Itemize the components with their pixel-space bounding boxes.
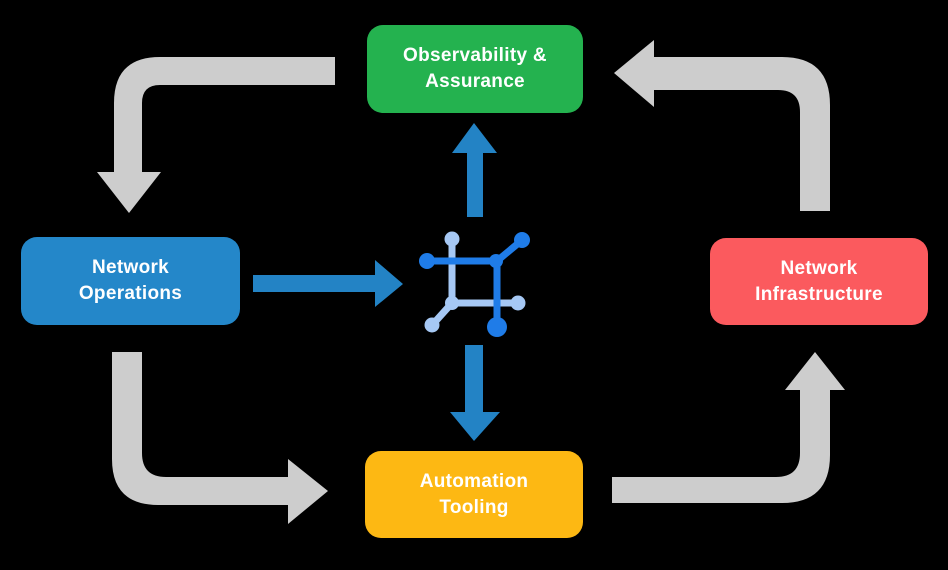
- icon-dark-node-bottom: [487, 317, 507, 337]
- outer-arrow-netops-to-automation: [112, 352, 328, 524]
- node-observability-assurance: Observability & Assurance: [367, 25, 583, 113]
- network-fabric-icon: [419, 231, 530, 337]
- node-label-line: Network: [780, 257, 858, 279]
- node-label-line: Observability &: [403, 45, 547, 66]
- node-network-infrastructure: Network Infrastructure: [710, 238, 928, 325]
- node-network-operations: Network Operations: [21, 237, 240, 325]
- icon-dark-node-top-right: [514, 232, 530, 248]
- node-label-line: Assurance: [425, 71, 525, 92]
- node-automation-tooling: Automation Tooling: [365, 451, 583, 538]
- icon-light-node-bottom-left: [424, 317, 440, 333]
- icon-dark-node-left: [419, 253, 435, 269]
- outer-arrow-automation-to-netinfra: [612, 352, 845, 503]
- node-label-line: Automation: [419, 470, 529, 492]
- outer-arrow-obs-to-netops: [97, 57, 335, 213]
- node-label-line: Tooling: [439, 496, 509, 518]
- node-label-line: Infrastructure: [755, 283, 883, 305]
- inner-arrow-center-to-automation: [450, 345, 500, 441]
- icon-light-node-top: [444, 231, 460, 247]
- outer-arrow-netinfra-to-obs: [614, 40, 830, 211]
- inner-arrow-center-to-obs: [452, 123, 497, 217]
- node-label-line: Operations: [78, 283, 183, 304]
- node-label-line: Network: [91, 257, 170, 278]
- icon-light-junction-node: [445, 296, 459, 310]
- icon-dark-junction-node: [489, 254, 503, 268]
- inner-arrow-netops-to-center: [253, 260, 403, 307]
- icon-light-node-right: [510, 295, 526, 311]
